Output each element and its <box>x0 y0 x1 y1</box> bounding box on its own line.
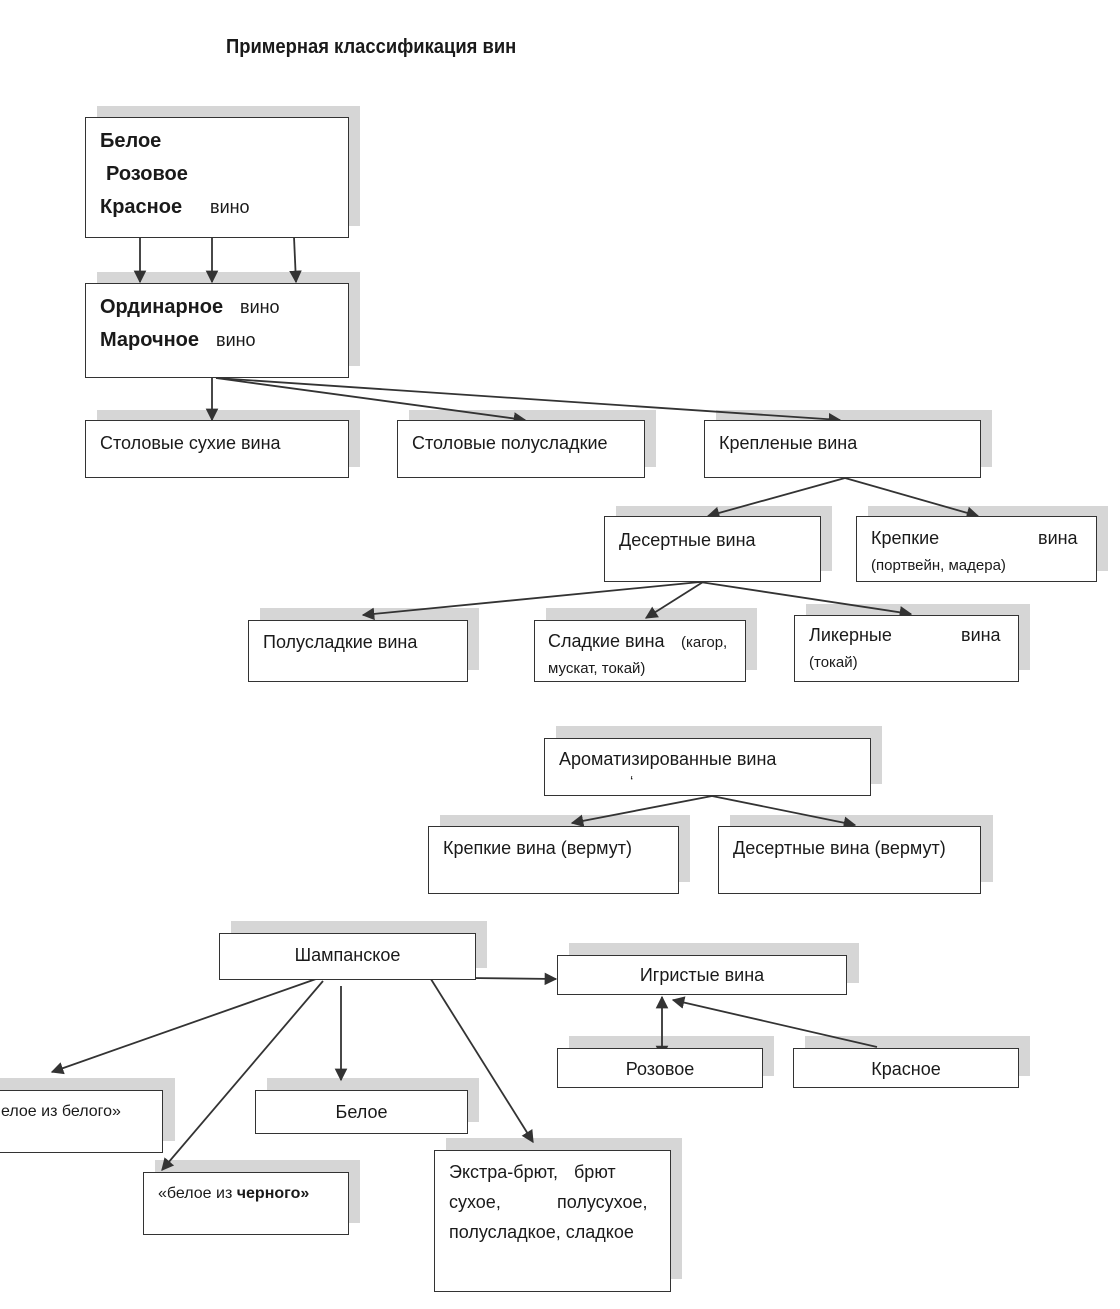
box-beloe: Белое <box>255 1090 468 1134</box>
box-kreplenye: Крепленые вина <box>704 420 981 478</box>
box-desertnye-vermut: Десертные вина (вермут) <box>718 826 981 894</box>
box-sladkie: Сладкие вина (кагор, мускат, токай) <box>534 620 746 682</box>
label-desertnye: Десертные вина <box>619 530 756 550</box>
label-likernye-examples: (токай) <box>809 654 858 671</box>
label-stolovye-polusladkie: Столовые полусладкие <box>412 433 608 453</box>
label-krepkie-examples: (портвейн, мадера) <box>871 557 1006 574</box>
label-brut: брют <box>574 1162 616 1182</box>
label-krasnoe: Красное <box>871 1059 941 1079</box>
label-ordinarnoe-vino: вино <box>240 297 280 317</box>
label-likernye-vina: вина <box>961 625 1001 645</box>
box-igristye: Игристые вина <box>557 955 847 995</box>
label-likernye: Ликерные <box>809 625 892 645</box>
label-polusladkie: Полусладкие вина <box>263 632 418 652</box>
label-sladkie: Сладкие вина <box>548 631 665 651</box>
box-shampanskoe: Шампанское <box>219 933 476 980</box>
box-krepkie: Крепкие вина (портвейн, мадера) <box>856 516 1097 582</box>
box-sweetness: Экстра-брют, брют сухое, полусухое, полу… <box>434 1150 671 1292</box>
box-krasnoe: Красное <box>793 1048 1019 1088</box>
label-beloe-iz-chernogo: «белое из черного» <box>158 1184 309 1203</box>
label-polusukhoe: полусухое, <box>557 1192 648 1212</box>
label-ordinarnoe: Ординарное <box>100 296 224 318</box>
label-krepkie-vermut: Крепкие вина (вермут) <box>443 838 632 858</box>
label-marochnoe: Марочное <box>100 329 199 351</box>
label-beloe-iz-belogo: елое из белого» <box>1 1103 121 1120</box>
box-stolovye-sukhie: Столовые сухие вина <box>85 420 349 478</box>
label-polusladkoe-sladkoe: полусладкое, сладкое <box>449 1222 634 1242</box>
label-beloe: Белое <box>100 130 162 152</box>
label-marochnoe-vino: вино <box>216 330 256 350</box>
box-desertnye: Десертные вина <box>604 516 821 582</box>
label-ekstra-brut: Экстра-брют, <box>449 1162 558 1182</box>
label-krepkie-vina: вина <box>1038 528 1078 548</box>
label-prefix: «белое из <box>158 1185 237 1202</box>
label-sladkie-examples: (кагор, <box>681 634 728 651</box>
label-krasnoe: Красное <box>100 196 183 218</box>
label-beloe: Белое <box>335 1102 388 1122</box>
label-stolovye-sukhie: Столовые сухие вина <box>100 433 281 453</box>
box-wine-colors: Белое Розовое Красное вино <box>85 117 349 238</box>
label-rozovoe: Розовое <box>625 1059 695 1079</box>
box-wine-quality: Ординарное вино Марочное вино <box>85 283 349 378</box>
label-kreplenye: Крепленые вина <box>719 433 858 453</box>
label-desertnye-vermut: Десертные вина (вермут) <box>733 838 946 858</box>
label-shampanskoe: Шампанское <box>294 945 401 965</box>
stray-mark: ‘ <box>630 773 634 790</box>
page-title: Примерная классификация вин <box>226 36 517 58</box>
box-stolovye-polusladkie: Столовые полусладкие <box>397 420 645 478</box>
label-igristye: Игристые вина <box>639 965 765 985</box>
label-krepkie: Крепкие <box>871 528 940 548</box>
box-likernye: Ликерные вина (токай) <box>794 615 1019 682</box>
box-polusladkie: Полусладкие вина <box>248 620 468 682</box>
box-krepkie-vermut: Крепкие вина (вермут) <box>428 826 679 894</box>
label-sukhoe: сухое, <box>449 1192 501 1212</box>
label-vino: вино <box>210 197 250 217</box>
box-beloe-iz-chernogo: «белое из черного» <box>143 1172 349 1235</box>
label-sladkie-examples-cut: мускат, токай) <box>548 660 646 677</box>
box-beloe-iz-belogo: елое из белого» <box>0 1090 163 1153</box>
label-bold: черного» <box>236 1185 310 1202</box>
label-rozovoe: Розовое <box>106 163 188 185</box>
box-aromatizirovannye: Ароматизированные вина ‘ <box>544 738 871 796</box>
label-aromatizirovannye: Ароматизированные вина <box>559 749 777 769</box>
box-rozovoe: Розовое <box>557 1048 763 1088</box>
